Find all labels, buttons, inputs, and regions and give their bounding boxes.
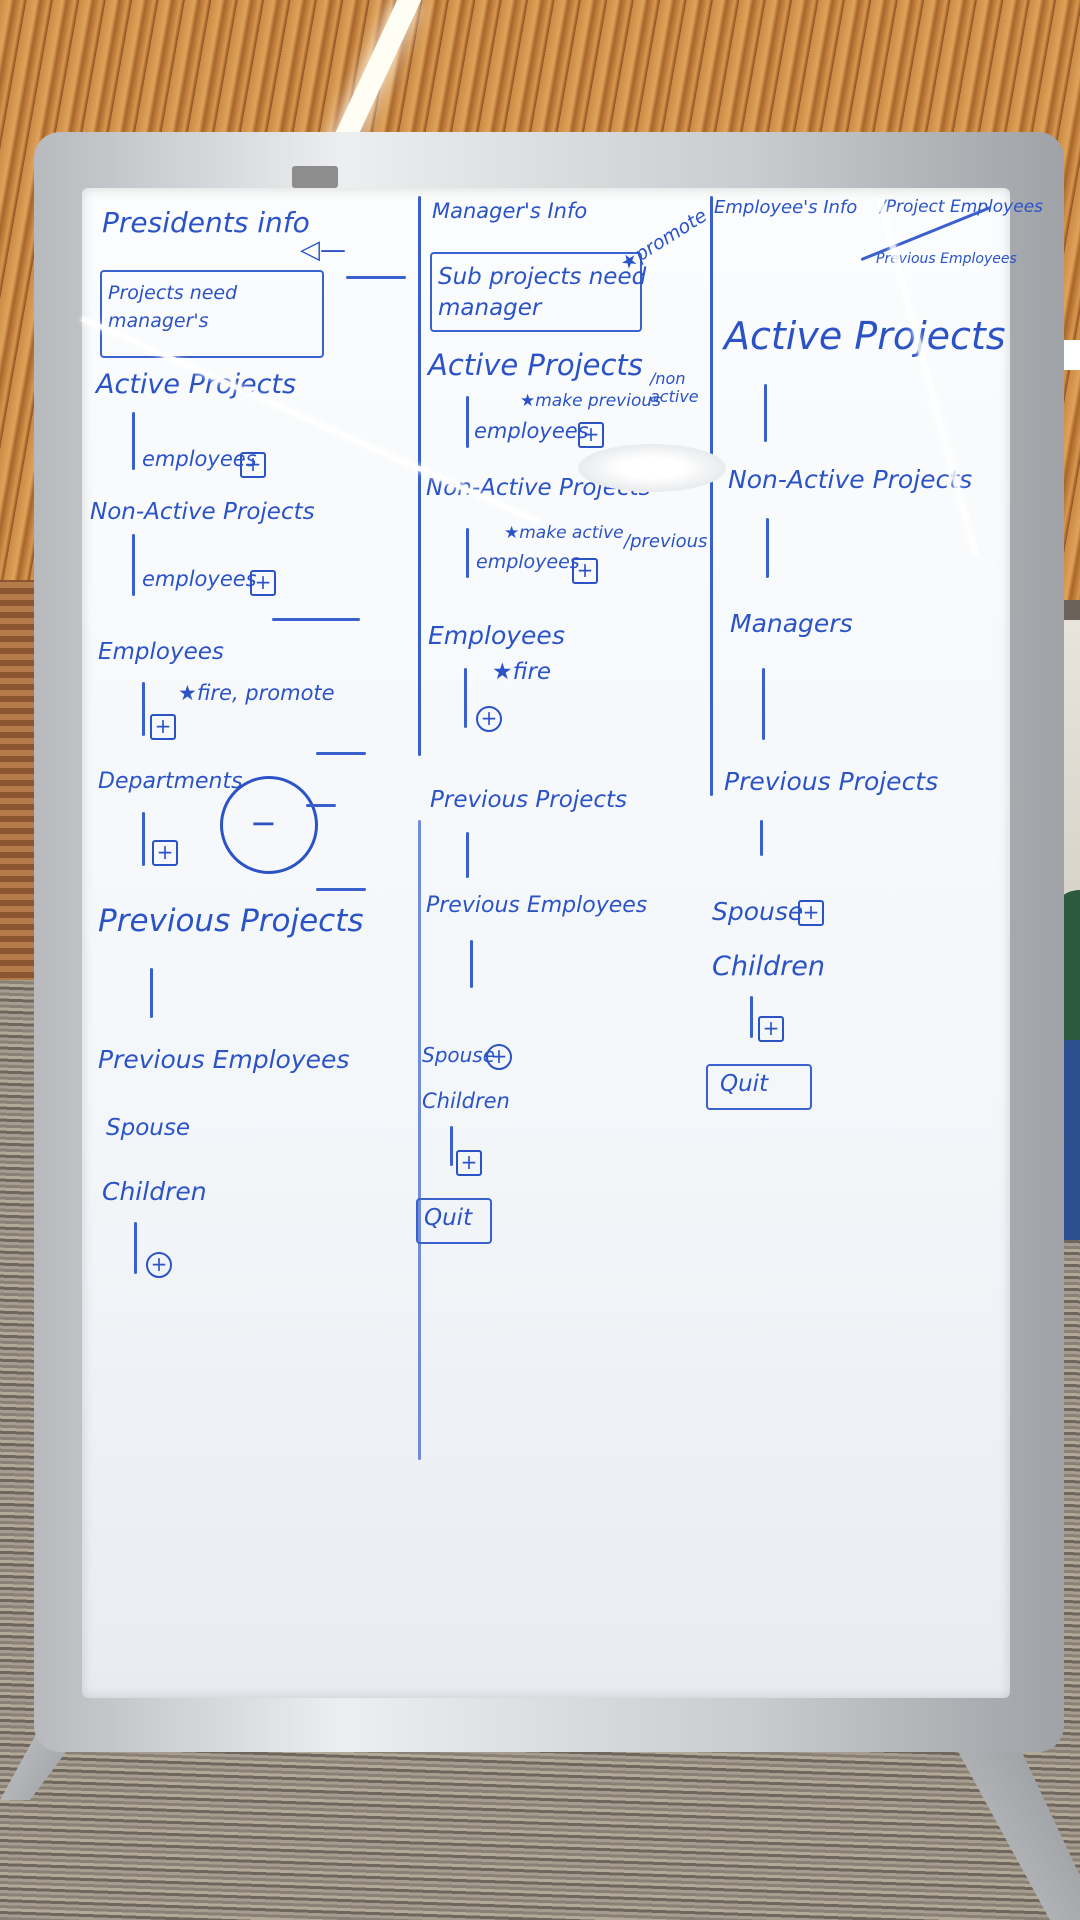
note-box (430, 252, 642, 332)
employee-info-title: Employee's Info (714, 197, 858, 218)
tree-stroke (764, 384, 767, 442)
tree-stroke (150, 968, 153, 1018)
active-projects-label: Active Projects (428, 348, 643, 382)
active-projects-label: Active Projects (96, 369, 297, 400)
non-active-note: /non active (650, 369, 699, 406)
active-projects-label: Active Projects (724, 314, 1006, 358)
children-label: Children (422, 1089, 510, 1113)
column-divider (710, 196, 713, 796)
tree-stroke (132, 412, 135, 470)
add-icon: + (146, 1252, 172, 1278)
employees-label: employees (476, 551, 580, 573)
add-icon: + (486, 1044, 512, 1070)
employees-label: Employees (98, 639, 224, 665)
spouse-label: Spouse (422, 1043, 496, 1067)
divider-stroke (316, 752, 366, 755)
add-icon: + (250, 570, 276, 596)
manager-info-title: Manager's Info (432, 199, 588, 223)
tree-stroke (142, 682, 145, 736)
tree-stroke (470, 940, 473, 988)
divider-stroke (306, 804, 336, 807)
tree-stroke (766, 518, 769, 578)
tree-stroke (750, 996, 753, 1038)
note-box (100, 270, 324, 358)
tree-stroke (762, 668, 765, 740)
sub-projects-need-manager-note: Sub projects need manager (438, 264, 647, 322)
tree-stroke (450, 1126, 453, 1166)
previous-projects-label: Previous Projects (724, 767, 939, 796)
add-icon: + (798, 900, 824, 926)
previous-note: /previous (624, 531, 708, 552)
column-divider (418, 196, 421, 756)
ceiling-light (1060, 340, 1080, 370)
previous-employees-note: Previous Employees (876, 251, 1017, 267)
project-employees-note: /Project Employees (880, 197, 1044, 217)
whiteboard-clip (292, 166, 338, 188)
fire-note: ★fire (492, 659, 552, 685)
managers-label: Managers (730, 609, 853, 638)
projects-need-managers-note: Projects need manager's (108, 282, 238, 332)
previous-employees-label: Previous Employees (98, 1045, 350, 1074)
tree-stroke (760, 820, 763, 856)
minus-icon: − (250, 804, 277, 842)
previous-projects-label: Previous Projects (98, 903, 364, 939)
quit-label: Quit (720, 1071, 769, 1097)
tree-stroke (134, 1222, 137, 1274)
add-icon: + (572, 558, 598, 584)
spouse-label: Spouse (712, 897, 804, 926)
remove-circle (220, 776, 318, 874)
divider-stroke (316, 888, 366, 891)
departments-label: Departments (98, 769, 243, 794)
previous-projects-label: Previous Projects (430, 787, 628, 813)
tree-stroke (464, 668, 467, 728)
column-divider (418, 820, 421, 1460)
tree-stroke (466, 832, 469, 878)
quit-label: Quit (424, 1205, 473, 1231)
fire-promote-note: ★fire, promote (178, 681, 335, 705)
add-icon: + (476, 706, 502, 732)
add-icon: + (758, 1016, 784, 1042)
employees-label: Employees (428, 621, 565, 650)
whiteboard-surface (82, 188, 1010, 1698)
add-icon: + (240, 452, 266, 478)
non-active-projects-label: Non-Active Projects (90, 499, 315, 525)
light-reflection (578, 444, 726, 492)
employees-label: employees (474, 419, 589, 443)
tree-stroke (466, 396, 469, 448)
tree-stroke (142, 812, 145, 866)
spouse-label: Spouse (106, 1115, 190, 1141)
employees-label: employees (142, 447, 257, 471)
quit-button (416, 1198, 492, 1244)
make-previous-note: ★make previous (520, 391, 661, 411)
divider-stroke (346, 276, 406, 279)
non-active-projects-label: Non-Active Projects (728, 465, 973, 494)
children-label: Children (102, 1177, 207, 1206)
add-icon: + (578, 422, 604, 448)
children-label: Children (712, 951, 825, 982)
add-icon: + (456, 1150, 482, 1176)
tree-stroke (466, 528, 469, 578)
arrow-icon: ◁— (300, 235, 346, 265)
make-active-note: ★make active (504, 523, 624, 543)
divider-stroke (272, 618, 360, 621)
tree-stroke (132, 534, 135, 596)
president-info-title: Presidents info (102, 206, 310, 239)
add-icon: + (152, 840, 178, 866)
quit-button (706, 1064, 812, 1110)
previous-employees-label: Previous Employees (426, 893, 648, 918)
add-icon: + (150, 714, 176, 740)
employees-label: employees (142, 567, 257, 591)
